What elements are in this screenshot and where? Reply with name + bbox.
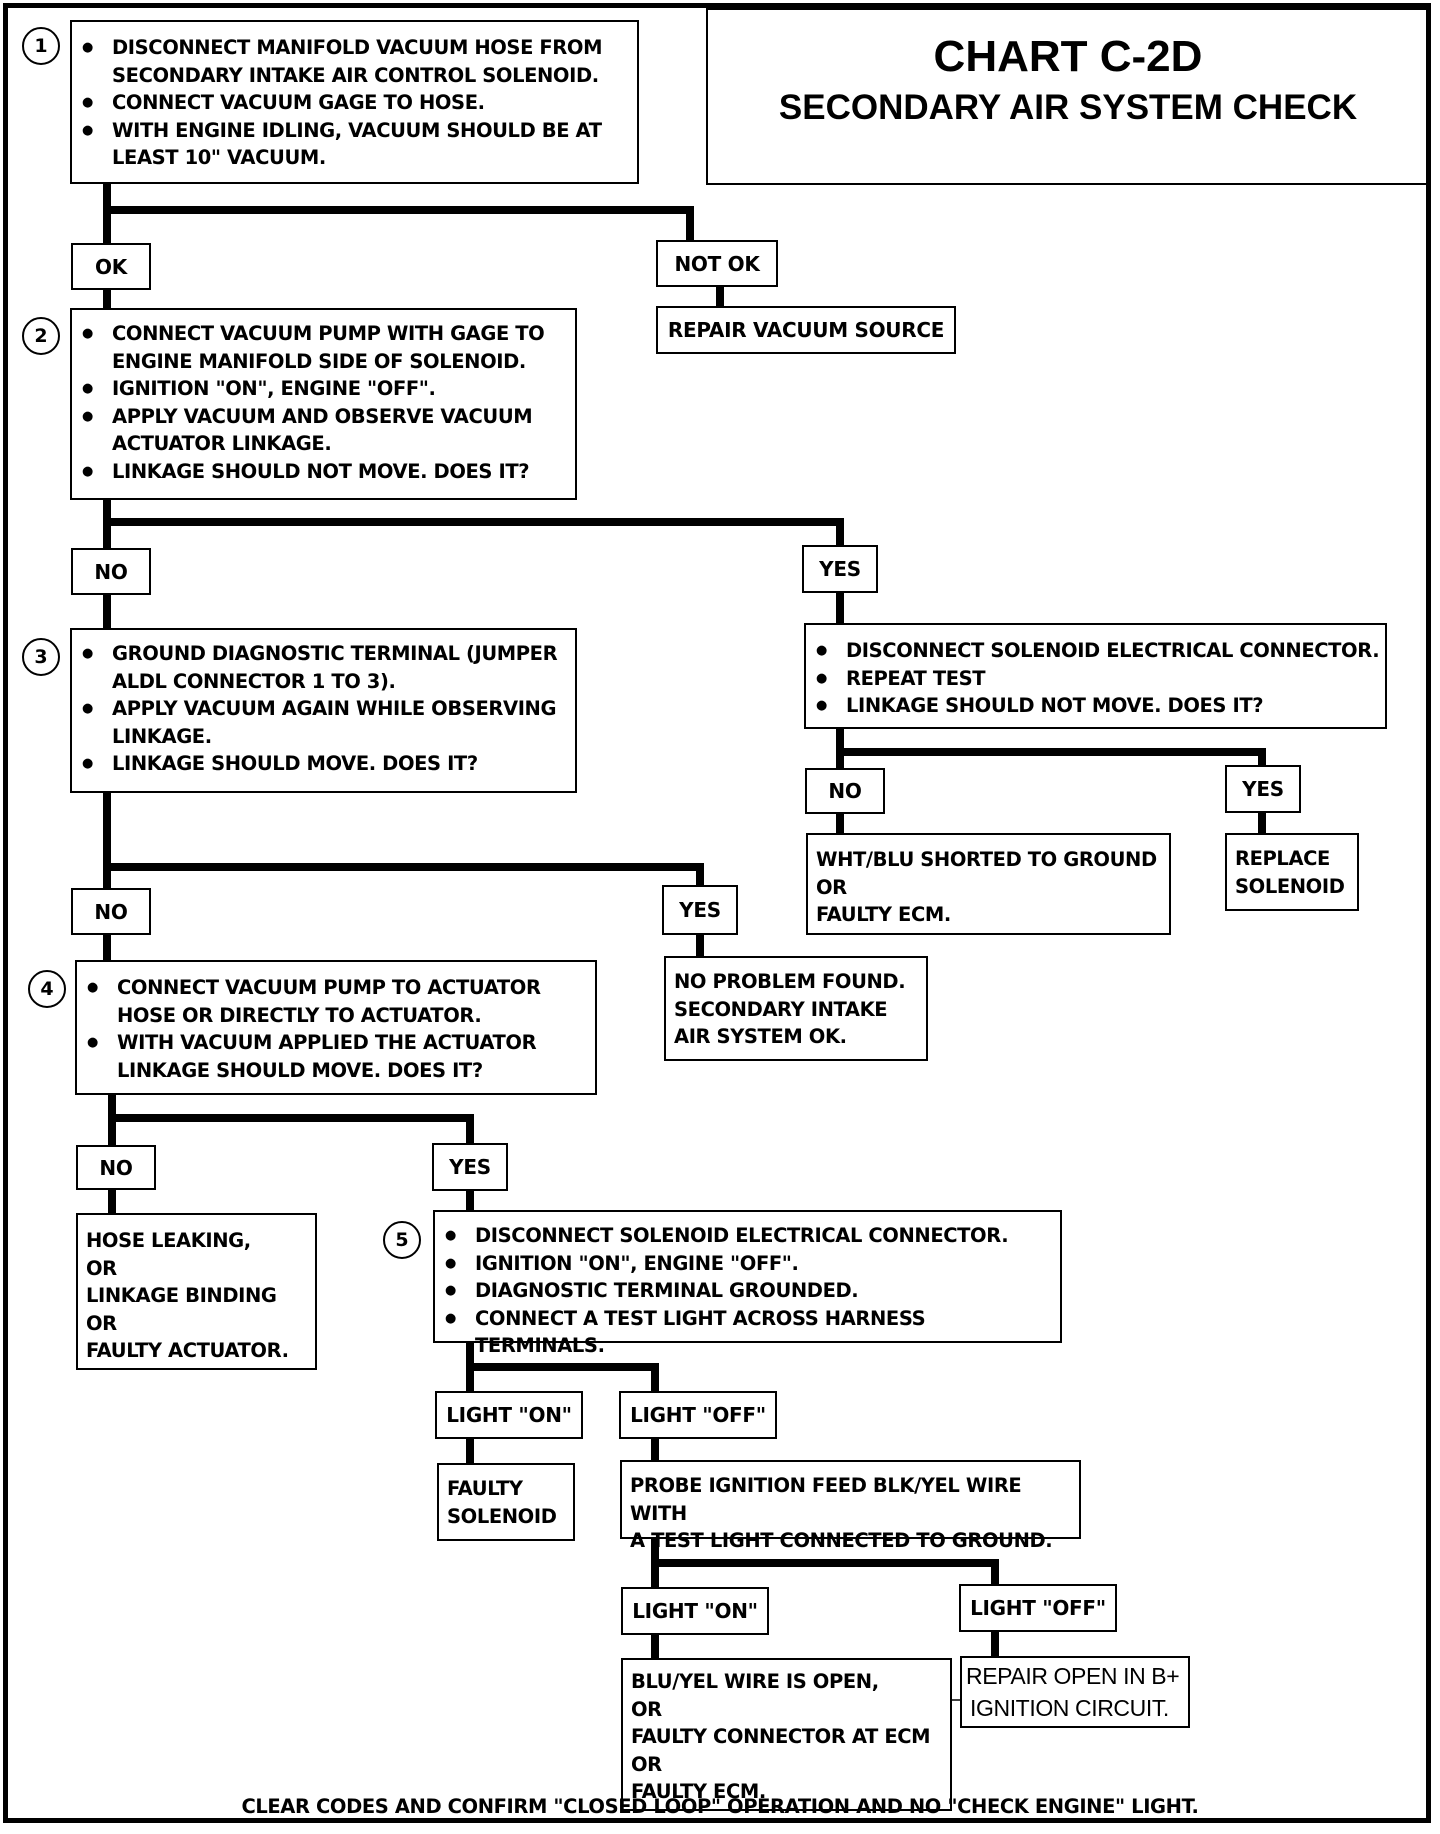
result-line: OR xyxy=(86,1256,117,1280)
result-line: LINKAGE BINDING xyxy=(86,1284,277,1307)
step-4-bullet: WITH VACUUM APPLIED THE ACTUATOR LINKAGE… xyxy=(77,1029,595,1084)
probe-line: PROBE IGNITION FEED BLK/YEL WIRE WITH xyxy=(630,1474,1022,1525)
ok-label: OK xyxy=(71,243,151,290)
result-line: OR xyxy=(631,1752,662,1776)
result-replace-solenoid: REPLACE SOLENOID xyxy=(1225,833,1359,911)
step-3-box: GROUND DIAGNOSTIC TERMINAL (JUMPER ALDL … xyxy=(70,628,577,793)
result-hose-leaking: HOSE LEAKING, OR LINKAGE BINDING OR FAUL… xyxy=(76,1213,317,1370)
step-1-number: 1 xyxy=(22,27,60,65)
result-line: SECONDARY INTAKE xyxy=(674,997,888,1021)
result-line: FAULTY CONNECTOR AT ECM xyxy=(631,1725,931,1748)
yes-label: YES xyxy=(802,545,878,593)
probe-line: A TEST LIGHT CONNECTED TO GROUND. xyxy=(630,1529,1053,1552)
no-label: NO xyxy=(71,888,151,935)
step-3b-bullet: REPEAT TEST xyxy=(806,665,1385,693)
step-5-box: DISCONNECT SOLENOID ELECTRICAL CONNECTOR… xyxy=(433,1210,1062,1357)
step-3-bullet: GROUND DIAGNOSTIC TERMINAL (JUMPER ALDL … xyxy=(72,640,575,695)
step-2-bullet: APPLY VACUUM AND OBSERVE VACUUM ACTUATOR… xyxy=(72,403,575,458)
result-line: FAULTY ECM. xyxy=(816,903,951,926)
step-1-bullet: WITH ENGINE IDLING, VACUUM SHOULD BE AT … xyxy=(72,117,637,172)
light-on-label: LIGHT "ON" xyxy=(435,1391,583,1439)
step-2-bullet: LINKAGE SHOULD NOT MOVE. DOES IT? xyxy=(72,458,575,486)
step-4-bullet: CONNECT VACUUM PUMP TO ACTUATOR HOSE OR … xyxy=(77,974,595,1029)
yes-label: YES xyxy=(432,1143,508,1191)
result-line: SOLENOID xyxy=(447,1504,557,1528)
step-1-bullet: CONNECT VACUUM GAGE TO HOSE. xyxy=(72,89,637,117)
chart-title: CHART C-2D xyxy=(933,32,1203,81)
chart-subtitle: SECONDARY AIR SYSTEM CHECK xyxy=(778,88,1358,127)
result-blu-yel: BLU/YEL WIRE IS OPEN, OR FAULTY CONNECTO… xyxy=(621,1658,952,1811)
result-faulty-solenoid: FAULTY SOLENOID xyxy=(437,1463,575,1541)
result-line: REPAIR OPEN IN B+ xyxy=(966,1663,1180,1689)
result-line: NO PROBLEM FOUND. xyxy=(674,970,906,993)
result-repair-open: REPAIR OPEN IN B+ IGNITION CIRCUIT. xyxy=(960,1656,1190,1728)
result-line: BLU/YEL WIRE IS OPEN, xyxy=(631,1670,879,1693)
result-no-problem: NO PROBLEM FOUND. SECONDARY INTAKE AIR S… xyxy=(664,956,928,1061)
step-2-bullet: IGNITION "ON", ENGINE "OFF". xyxy=(72,375,575,403)
step-2-number: 2 xyxy=(22,317,60,355)
result-line: OR xyxy=(631,1697,662,1721)
no-label: NO xyxy=(71,548,151,595)
step-3-bullet: LINKAGE SHOULD MOVE. DOES IT? xyxy=(72,750,575,778)
no-label: NO xyxy=(805,768,885,814)
step-5-bullet: DISCONNECT SOLENOID ELECTRICAL CONNECTOR… xyxy=(435,1222,1060,1250)
step-2-bullet: CONNECT VACUUM PUMP WITH GAGE TO ENGINE … xyxy=(72,320,575,375)
result-line: OR xyxy=(816,875,847,899)
step-3-bullet: APPLY VACUUM AGAIN WHILE OBSERVING LINKA… xyxy=(72,695,575,750)
result-line: REPLACE xyxy=(1235,847,1330,870)
result-line: IGNITION CIRCUIT. xyxy=(970,1695,1169,1721)
result-line: FAULTY ECM. xyxy=(631,1780,766,1803)
result-line: FAULTY xyxy=(447,1477,523,1500)
yes-label: YES xyxy=(1225,765,1301,813)
step-3-number: 3 xyxy=(22,638,60,676)
footer-note: CLEAR CODES AND CONFIRM "CLOSED LOOP" OP… xyxy=(241,1795,1199,1818)
light-off-label: LIGHT "OFF" xyxy=(619,1391,777,1439)
step-5-number: 5 xyxy=(383,1221,421,1259)
not-ok-label: NOT OK xyxy=(656,240,778,287)
step-5-bullet: CONNECT A TEST LIGHT ACROSS HARNESS TERM… xyxy=(435,1305,1060,1360)
step-5-bullet: IGNITION "ON", ENGINE "OFF". xyxy=(435,1250,1060,1278)
page-frame xyxy=(3,3,1431,1823)
chart-title-box: CHART C-2D SECONDARY AIR SYSTEM CHECK xyxy=(706,8,1430,185)
step-3b-bullet: DISCONNECT SOLENOID ELECTRICAL CONNECTOR… xyxy=(806,637,1385,665)
step-2-box: CONNECT VACUUM PUMP WITH GAGE TO ENGINE … xyxy=(70,308,577,500)
step-5-bullet: DIAGNOSTIC TERMINAL GROUNDED. xyxy=(435,1277,1060,1305)
probe-box: PROBE IGNITION FEED BLK/YEL WIRE WITH A … xyxy=(620,1460,1081,1552)
result-repair-vacuum: REPAIR VACUUM SOURCE xyxy=(656,306,956,354)
step-3b-box: DISCONNECT SOLENOID ELECTRICAL CONNECTOR… xyxy=(804,623,1387,729)
result-line: SOLENOID xyxy=(1235,874,1345,898)
result-line: OR xyxy=(86,1311,117,1335)
yes-label: YES xyxy=(662,885,738,935)
step-1-box: DISCONNECT MANIFOLD VACUUM HOSE FROM SEC… xyxy=(70,20,639,184)
step-1-bullet: DISCONNECT MANIFOLD VACUUM HOSE FROM SEC… xyxy=(72,34,637,89)
result-line: FAULTY ACTUATOR. xyxy=(86,1339,289,1362)
step-3b-bullet: LINKAGE SHOULD NOT MOVE. DOES IT? xyxy=(806,692,1385,720)
result-line: WHT/BLU SHORTED TO GROUND xyxy=(816,848,1157,871)
result-line: AIR SYSTEM OK. xyxy=(674,1025,847,1048)
light-off-label: LIGHT "OFF" xyxy=(959,1584,1117,1632)
result-line: HOSE LEAKING, xyxy=(86,1229,251,1252)
step-4-box: CONNECT VACUUM PUMP TO ACTUATOR HOSE OR … xyxy=(75,960,597,1095)
light-on-label: LIGHT "ON" xyxy=(621,1587,769,1635)
step-4-number: 4 xyxy=(28,970,66,1008)
no-label: NO xyxy=(76,1145,156,1190)
result-wht-blu: WHT/BLU SHORTED TO GROUND OR FAULTY ECM. xyxy=(806,833,1171,935)
